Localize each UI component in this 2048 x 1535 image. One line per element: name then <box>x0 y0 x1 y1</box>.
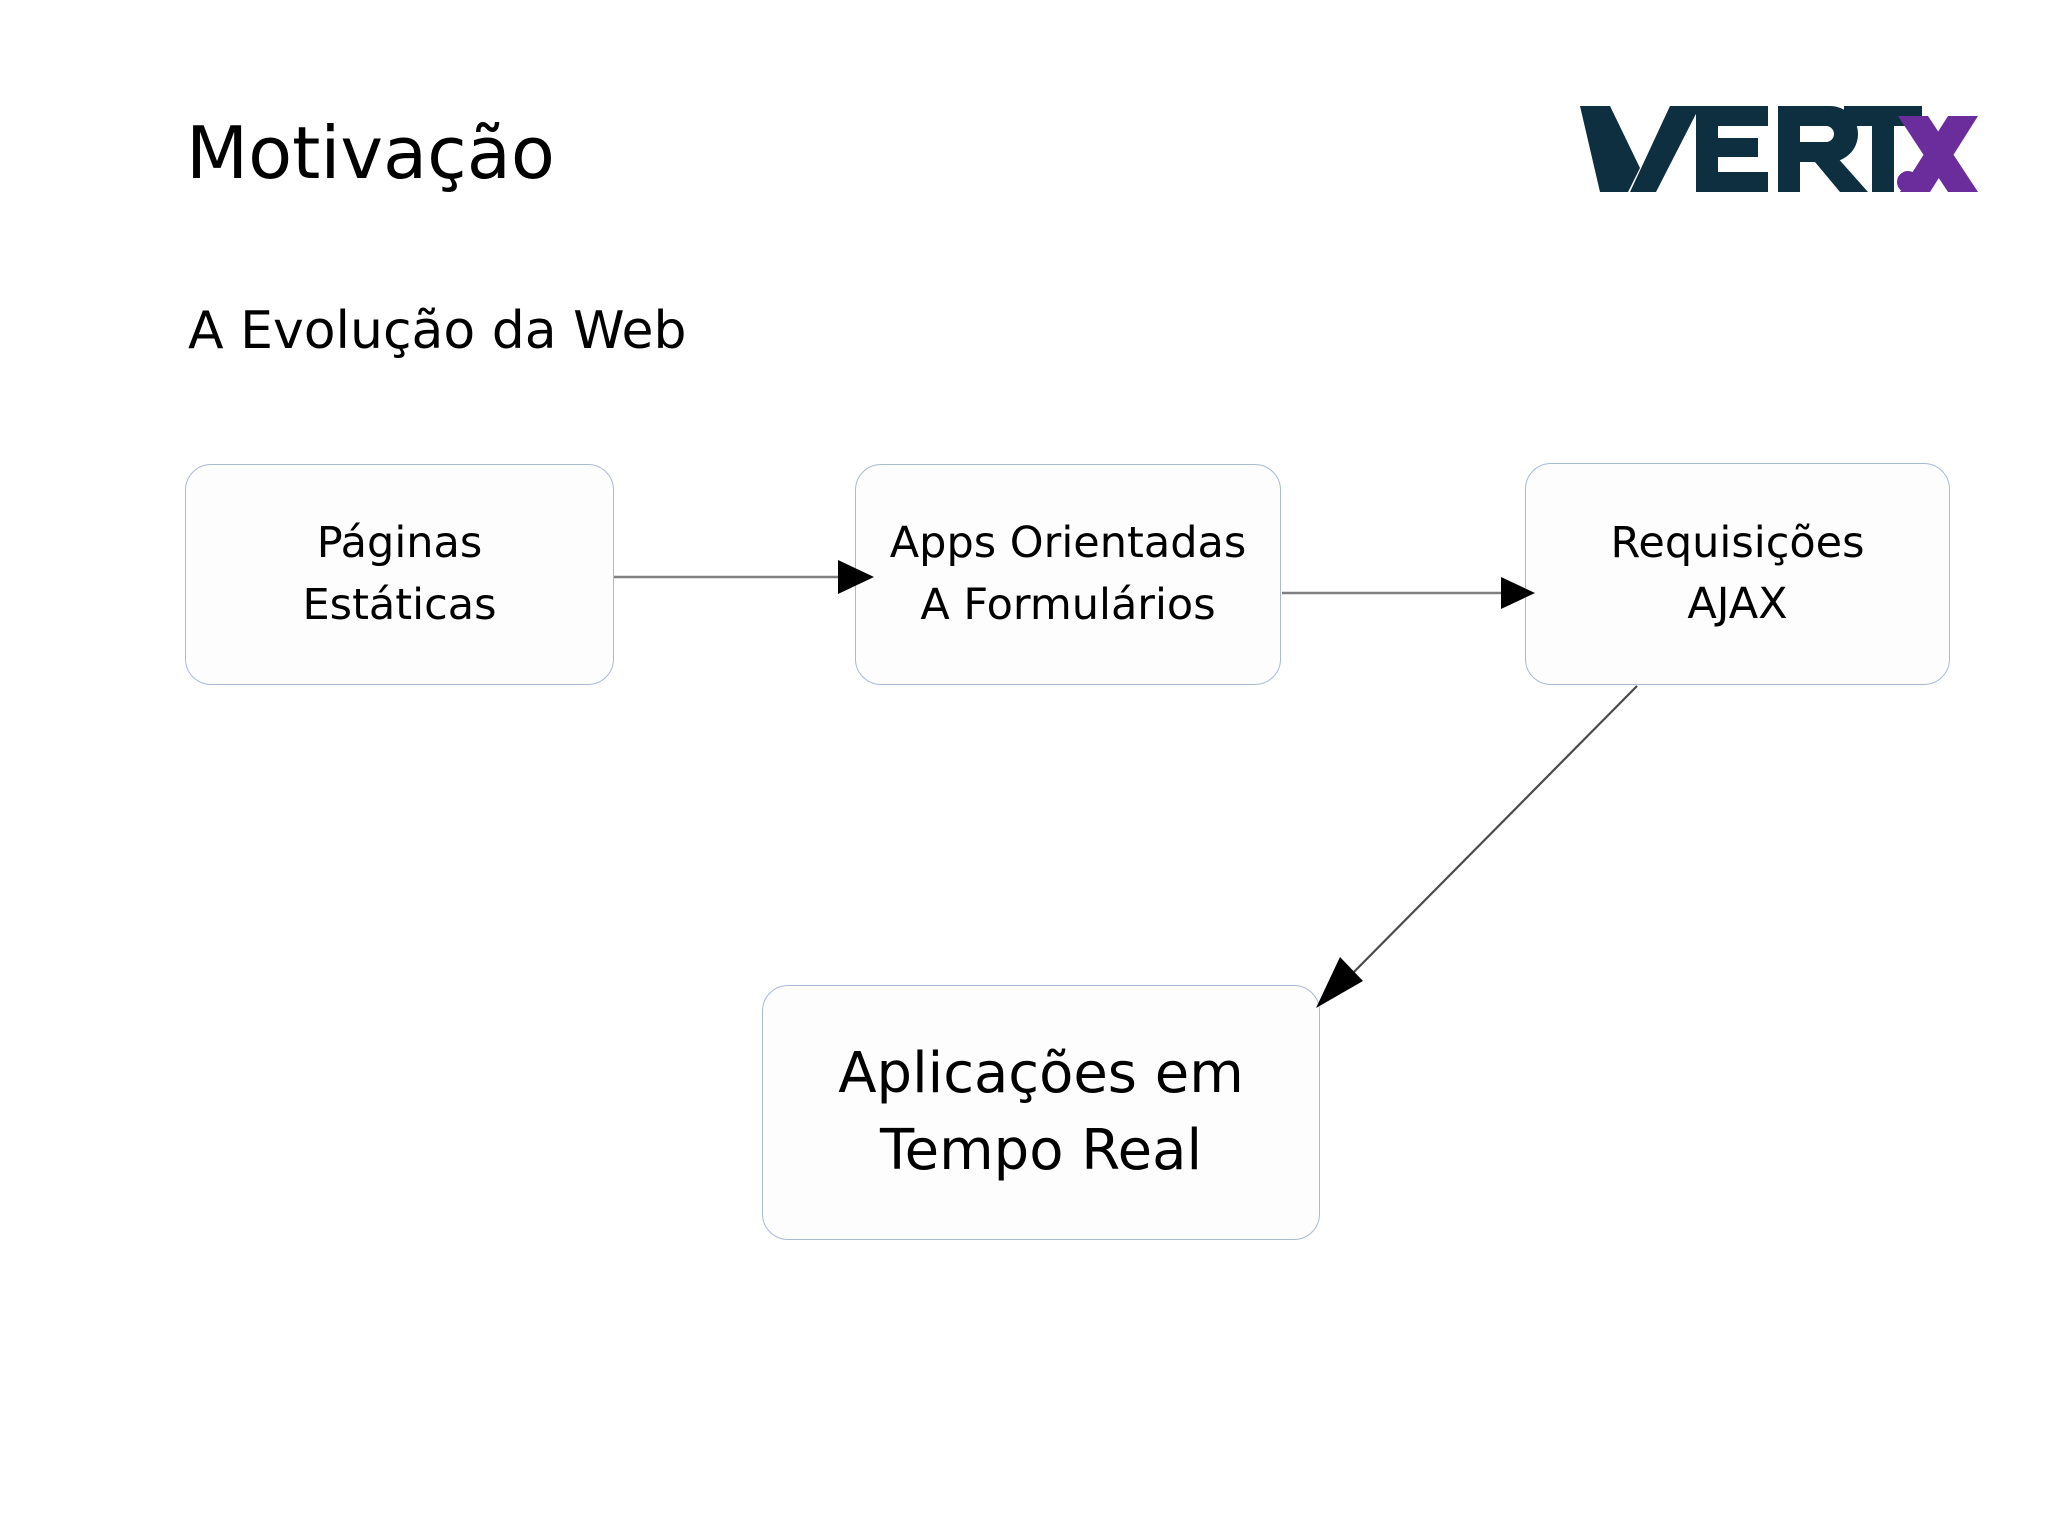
flow-node-form-apps[interactable]: Apps Orientadas A Formulários <box>855 464 1281 685</box>
flow-node-realtime-apps[interactable]: Aplicações em Tempo Real <box>762 985 1320 1240</box>
slide-subtitle: A Evolução da Web <box>188 301 687 361</box>
vertx-logo <box>1578 100 1978 193</box>
flow-node-line: Apps Orientadas <box>889 518 1247 569</box>
arrow-static-to-forms <box>614 560 874 594</box>
flow-node-line: Aplicações em <box>838 1041 1244 1107</box>
flow-node-line: Estáticas <box>302 579 497 630</box>
flow-node-line: Páginas <box>316 518 483 569</box>
flow-node-line: Requisições <box>1610 517 1865 568</box>
flow-node-static-pages[interactable]: Páginas Estáticas <box>185 464 614 685</box>
arrow-forms-to-ajax <box>1282 577 1535 609</box>
flow-node-line: A Formulários <box>920 579 1216 630</box>
flow-node-ajax-requests[interactable]: Requisições AJAX <box>1525 463 1950 685</box>
arrow-ajax-to-realtime <box>1316 685 1638 1008</box>
flow-node-line: AJAX <box>1687 579 1788 629</box>
page-title: Motivação <box>186 111 555 195</box>
flow-node-line: Tempo Real <box>879 1117 1203 1183</box>
